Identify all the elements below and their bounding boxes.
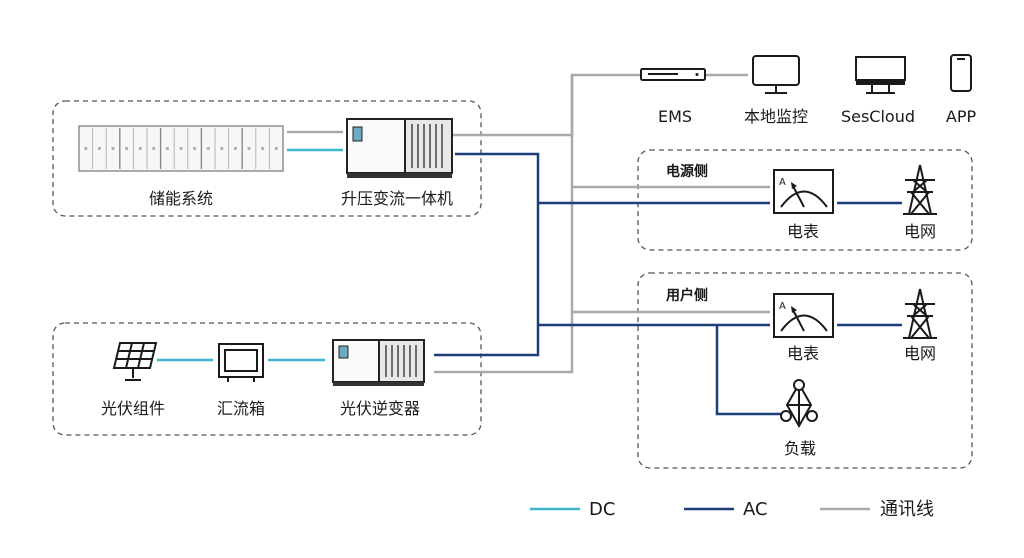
battery-cell-marker xyxy=(165,147,169,150)
battery-cell-marker xyxy=(138,147,142,150)
pv-inverter-label: 光伏逆变器 xyxy=(340,399,420,418)
load-network-icon xyxy=(780,379,818,429)
battery-cell-marker xyxy=(233,147,237,150)
legend-ac-label: AC xyxy=(743,499,768,520)
legend-dc-label: DC xyxy=(589,499,615,520)
battery-cell-marker xyxy=(179,147,183,150)
battery-rack-icon xyxy=(78,125,284,172)
user-side-title: 用户侧 xyxy=(666,287,708,304)
battery-cell-marker xyxy=(206,147,210,150)
battery-cell-marker xyxy=(152,147,156,150)
battery-cell-marker xyxy=(247,147,251,150)
meter-icon: A xyxy=(773,169,834,214)
source-side-box xyxy=(637,149,973,251)
meter-user-label: 电表 xyxy=(787,344,819,363)
battery-cell-marker xyxy=(274,147,278,150)
pcs-label: 升压变流一体机 xyxy=(341,189,453,208)
monitor-icon xyxy=(752,55,800,94)
ems-label: EMS xyxy=(658,107,692,126)
storage-group-box xyxy=(52,100,482,217)
pv-modules-label: 光伏组件 xyxy=(101,399,165,418)
meter-icon: A xyxy=(773,293,834,338)
ac-lines xyxy=(434,152,902,416)
battery-cell-marker xyxy=(193,147,197,150)
battery-cell-marker xyxy=(125,147,129,150)
ems-rack-icon xyxy=(640,68,706,81)
user-side-box xyxy=(637,272,973,469)
app-label: APP xyxy=(946,107,977,126)
battery-cell-marker xyxy=(261,147,265,150)
battery-cell-marker xyxy=(84,147,88,150)
battery-cell-marker xyxy=(111,147,115,150)
legend-comm-label: 通讯线 xyxy=(880,499,934,520)
svg-text:A: A xyxy=(779,177,786,188)
source-side-title: 电源侧 xyxy=(666,163,708,180)
transmission-tower-icon xyxy=(903,164,937,215)
local-monitor-label: 本地监控 xyxy=(744,107,808,126)
dc-lines xyxy=(157,148,343,362)
sescloud-label: SesCloud xyxy=(841,107,915,126)
combiner-label: 汇流箱 xyxy=(217,399,265,418)
meter-source-label: 电表 xyxy=(787,222,819,241)
pv-group-box xyxy=(52,322,482,436)
battery-cell-marker xyxy=(97,147,101,150)
cloud-server-icon xyxy=(855,56,906,94)
grid-user-label: 电网 xyxy=(904,344,936,363)
battery-cell-marker xyxy=(220,147,224,150)
converter-cabinet-icon xyxy=(346,118,453,178)
storage-label: 储能系统 xyxy=(149,189,213,208)
combiner-box-icon xyxy=(218,343,264,382)
transmission-tower-icon xyxy=(903,288,937,339)
legend: DC AC 通讯线 xyxy=(530,499,934,520)
svg-text:A: A xyxy=(779,301,786,312)
solar-panel-icon xyxy=(112,342,158,381)
grid-source-label: 电网 xyxy=(904,222,936,241)
pv-inverter-icon xyxy=(332,339,425,386)
load-label: 负载 xyxy=(784,439,816,458)
comm-lines xyxy=(287,73,770,374)
phone-icon xyxy=(950,54,972,92)
